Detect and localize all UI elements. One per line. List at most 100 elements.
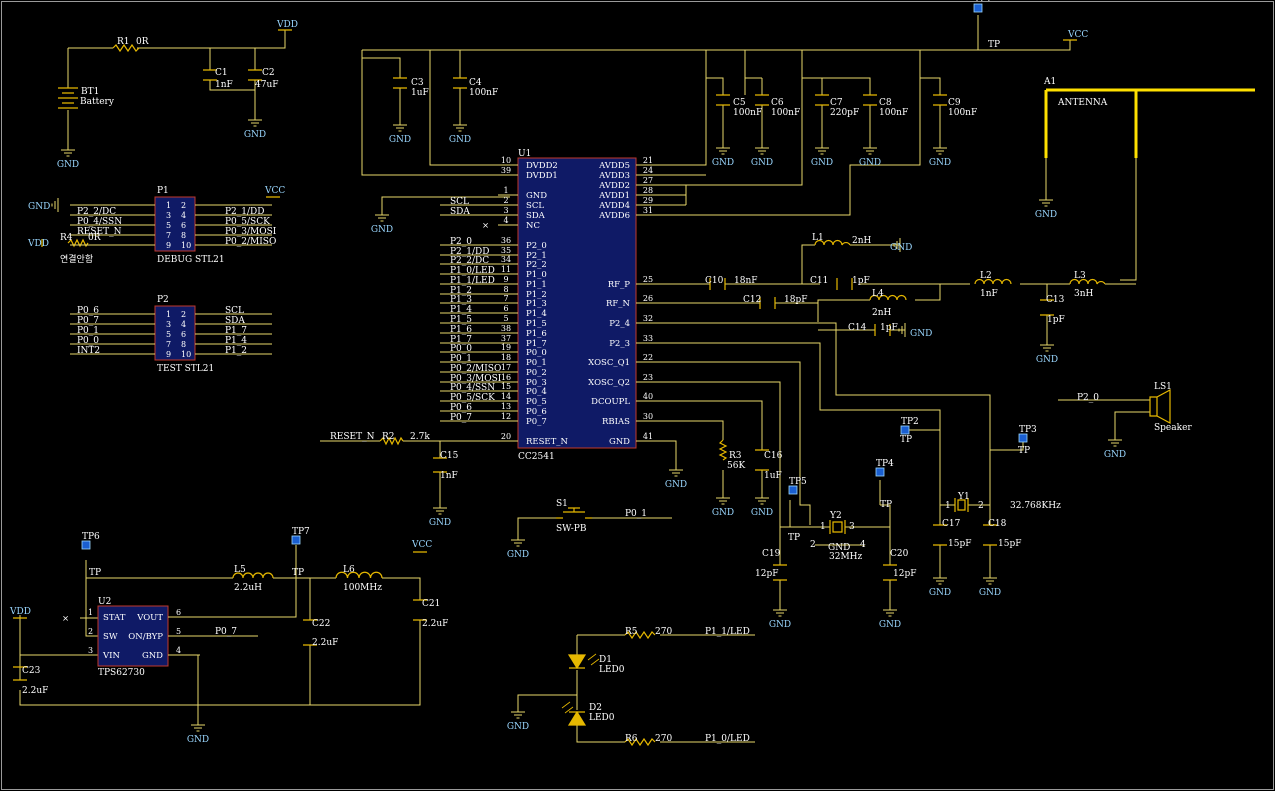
u1-pin-num-27: 27 <box>643 176 653 185</box>
u2-pin-num-4: 4 <box>176 646 181 655</box>
c16-value: 1uF <box>764 471 782 481</box>
cap-plates <box>13 69 1054 681</box>
y2-pin3: 3 <box>849 522 855 532</box>
p1-pin-2: 2 <box>181 201 186 210</box>
s1-value: SW-PB <box>556 524 587 534</box>
u1-net-label: P0_0 <box>450 344 472 354</box>
u1-net-label: P1_4 <box>450 305 472 315</box>
ls1-net: P2_0 <box>1077 393 1099 403</box>
r1-ref: R1 <box>117 37 130 47</box>
vcc-label-top: VCC <box>1067 30 1088 40</box>
vdd-label-u2: VDD <box>9 607 31 617</box>
l5-value: 2.2uH <box>234 583 262 593</box>
p1-right-net: P0_3/MOSI <box>225 227 277 237</box>
u1-pin-num-40: 40 <box>643 392 653 401</box>
u1-pin-num-9: 9 <box>503 275 508 284</box>
gnd-label: GND <box>371 225 393 235</box>
u2-nc-mark-icon: × <box>62 614 69 624</box>
p2-pin-9: 9 <box>166 350 171 359</box>
gnd-label: GND <box>859 158 881 168</box>
p2-left-net: INT2 <box>77 346 100 356</box>
c23-value: 2.2uF <box>22 686 48 696</box>
p1-pin-3: 3 <box>166 211 171 220</box>
ground-icon: GND <box>929 577 951 598</box>
c17-value: 15pF <box>948 539 971 549</box>
u1-net-label: P0_5/SCK <box>450 393 495 403</box>
pin-stubs <box>70 164 656 656</box>
c18-ref: C18 <box>988 519 1007 529</box>
c6-ref: C6 <box>771 98 784 108</box>
p1-pin-1: 1 <box>166 201 171 210</box>
u2-pin-name-on-byp: ON/BYP <box>128 632 163 642</box>
tp3-testpoint-icon <box>1018 433 1028 443</box>
u1-pin-num-30: 30 <box>643 412 653 421</box>
p2-pin-10: 10 <box>181 350 191 359</box>
l4-ref: L4 <box>872 289 884 299</box>
c20-value: 12pF <box>893 569 916 579</box>
gnd-label: GND <box>507 722 529 732</box>
u1-net-label: P1_0/LED <box>450 266 495 276</box>
c20-ref: C20 <box>890 549 909 559</box>
u1-pin-name-p2_2: P2_2 <box>526 260 547 270</box>
u1-pin-name-reset_n: RESET_N <box>526 437 569 447</box>
u2-ref: U2 <box>98 597 111 607</box>
u1-pin-name-p1_0: P1_0 <box>526 270 547 280</box>
u1-pin-num-11: 11 <box>501 265 511 274</box>
u1-pin-name-p0_3: P0_3 <box>526 378 547 388</box>
r3-value: 56K <box>727 461 745 471</box>
ground-icon: GND <box>507 711 529 732</box>
p1-left-net: RESET_N <box>77 227 122 237</box>
u1-pin-num-35: 35 <box>501 246 511 255</box>
p1-left-net: P0_4/SSN <box>77 217 122 227</box>
u1-pin-name-p1_5: P1_5 <box>526 319 547 329</box>
d2-ref: D2 <box>589 703 602 713</box>
p2-right-net: P1_7 <box>225 326 247 336</box>
u1-pin-num-20: 20 <box>501 432 511 441</box>
ground-icon <box>51 198 59 212</box>
c11-ref: C11 <box>810 276 828 286</box>
u1-pin-num-41: 41 <box>643 432 653 441</box>
u1-pin-num-4: 4 <box>503 216 508 225</box>
ls1-ref: LS1 <box>1154 382 1172 392</box>
r4-note: 연결안함 <box>60 254 93 265</box>
u1-pin-name-p1_6: P1_6 <box>526 329 547 339</box>
u1-pin-name-sda: SDA <box>526 211 546 221</box>
c22-value: 2.2uF <box>312 638 338 648</box>
p2-right-net: SCL <box>225 306 244 316</box>
tp3-ref: TP3 <box>1019 425 1037 435</box>
p2-right-net: P1_2 <box>225 346 247 356</box>
y2-gnd-label: GND <box>828 543 850 553</box>
ground-icon: GND <box>244 119 266 140</box>
inductor-coils <box>232 239 1106 579</box>
s1-ref: S1 <box>556 499 568 509</box>
ground-icon: GND <box>665 469 687 490</box>
u1-pin-name-p1_2: P1_2 <box>526 290 547 300</box>
u1-pin-name-avdd2: AVDD2 <box>598 181 630 191</box>
c21-value: 2.2uF <box>422 619 448 629</box>
u1-pin-num-32: 32 <box>643 314 653 323</box>
gnd-label: GND <box>811 158 833 168</box>
ground-icon: GND <box>769 609 791 630</box>
tp5-testpoint-icon <box>788 485 798 495</box>
u1-net-label: P0_7 <box>450 413 472 423</box>
u1-pin-num-8: 8 <box>503 285 508 294</box>
u1-pin-name-dvdd1: DVDD1 <box>526 171 558 181</box>
y1-pin2: 2 <box>978 501 984 511</box>
p1-right-net: P0_2/MISO <box>225 237 276 247</box>
u1-pin-name-avdd4: AVDD4 <box>598 201 630 211</box>
u1-pin-name-p2_1: P2_1 <box>526 251 547 261</box>
u1-pin-name-xosc_q2: XOSC_Q2 <box>588 378 630 388</box>
u1-pin-name-p0_2: P0_2 <box>526 368 547 378</box>
u1-pin-num-13: 13 <box>501 402 511 411</box>
c13-value: 1pF <box>1047 315 1065 325</box>
tp-net-label: TP <box>788 533 800 543</box>
u1-pin-name-p2_3: P2_3 <box>609 339 630 349</box>
p2-right-net: SDA <box>225 316 245 326</box>
p2-left-net: P0_6 <box>77 306 99 316</box>
gnd-label: GND <box>57 160 79 170</box>
u1-pin-name-p1_7: P1_7 <box>526 339 547 349</box>
l4-value: 2nH <box>872 308 892 318</box>
r6-net: P1_0/LED <box>705 734 750 744</box>
